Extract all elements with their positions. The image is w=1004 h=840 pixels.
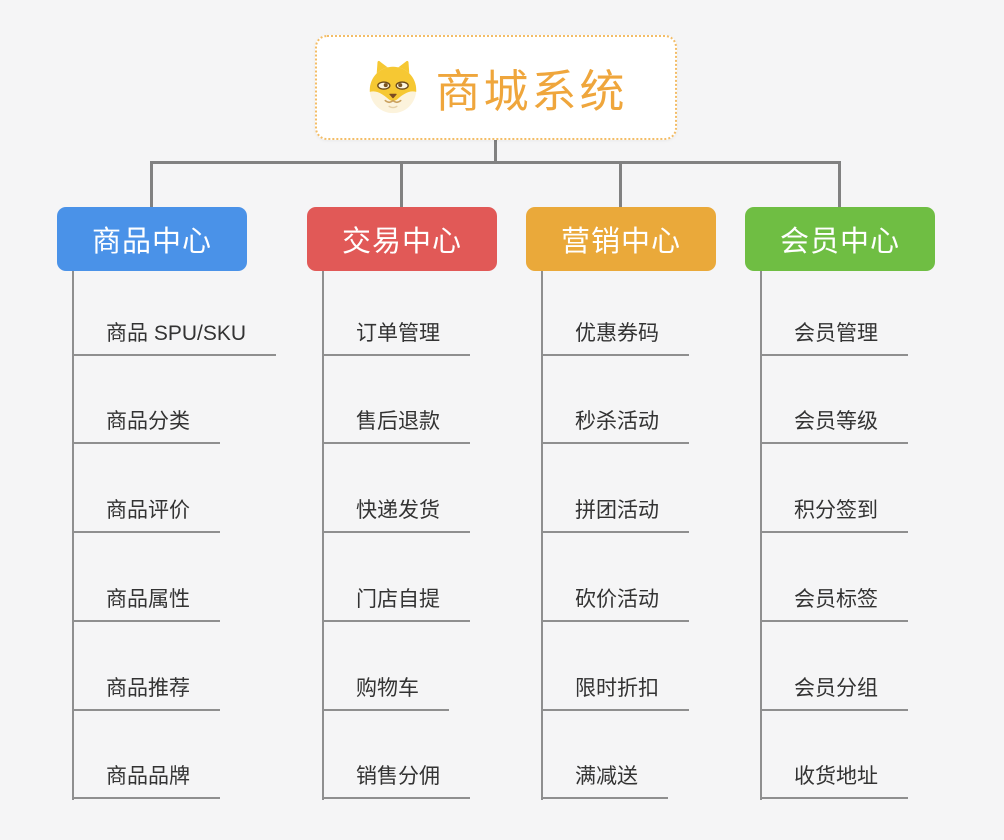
leaf-node[interactable]: 商品分类 (72, 408, 220, 444)
leaf-node[interactable]: 购物车 (322, 675, 449, 711)
connector-leaf-trunk (541, 270, 543, 800)
leaf-node[interactable]: 商品推荐 (72, 675, 220, 711)
leaf-node[interactable]: 会员分组 (760, 675, 908, 711)
leaf-node[interactable]: 限时折扣 (541, 675, 689, 711)
connector-leaf-trunk (322, 270, 324, 800)
connector-branch-drop (400, 161, 403, 208)
leaf-node[interactable]: 商品品牌 (72, 763, 220, 799)
leaf-node[interactable]: 会员标签 (760, 586, 908, 622)
leaf-node[interactable]: 会员等级 (760, 408, 908, 444)
leaf-node[interactable]: 收货地址 (760, 763, 908, 799)
leaf-node[interactable]: 销售分佣 (322, 763, 470, 799)
leaf-node[interactable]: 秒杀活动 (541, 408, 689, 444)
shiba-dog-icon (370, 60, 417, 113)
leaf-node[interactable]: 拼团活动 (541, 497, 689, 533)
root-title: 商城系统 (435, 66, 628, 117)
connector-leaf-trunk (760, 270, 762, 800)
leaf-node[interactable]: 满减送 (541, 763, 668, 799)
leaf-node[interactable]: 快递发货 (322, 497, 470, 533)
branch-node-member-center[interactable]: 会员中心 (745, 207, 935, 271)
leaf-node[interactable]: 优惠券码 (541, 320, 689, 356)
connector-branch-drop (150, 161, 153, 208)
leaf-node[interactable]: 商品评价 (72, 497, 220, 533)
connector-leaf-trunk (72, 270, 74, 800)
leaf-node[interactable]: 售后退款 (322, 408, 470, 444)
leaf-node[interactable]: 商品 SPU/SKU (72, 320, 277, 356)
leaf-node[interactable]: 订单管理 (322, 320, 470, 356)
root-node[interactable]: 商城系统 (315, 35, 677, 140)
leaf-node[interactable]: 门店自提 (322, 586, 470, 622)
leaf-node[interactable]: 商品属性 (72, 586, 220, 622)
branch-node-marketing-center[interactable]: 营销中心 (526, 207, 716, 271)
leaf-node[interactable]: 砍价活动 (541, 586, 689, 622)
leaf-node[interactable]: 会员管理 (760, 320, 908, 356)
connector-root-drop (494, 139, 497, 164)
connector-branch-drop (619, 161, 622, 208)
connector-branch-drop (838, 161, 841, 208)
branch-node-product-center[interactable]: 商品中心 (57, 207, 247, 271)
branch-node-trade-center[interactable]: 交易中心 (307, 207, 497, 271)
connector-bus (150, 161, 840, 164)
leaf-node[interactable]: 积分签到 (760, 497, 908, 533)
